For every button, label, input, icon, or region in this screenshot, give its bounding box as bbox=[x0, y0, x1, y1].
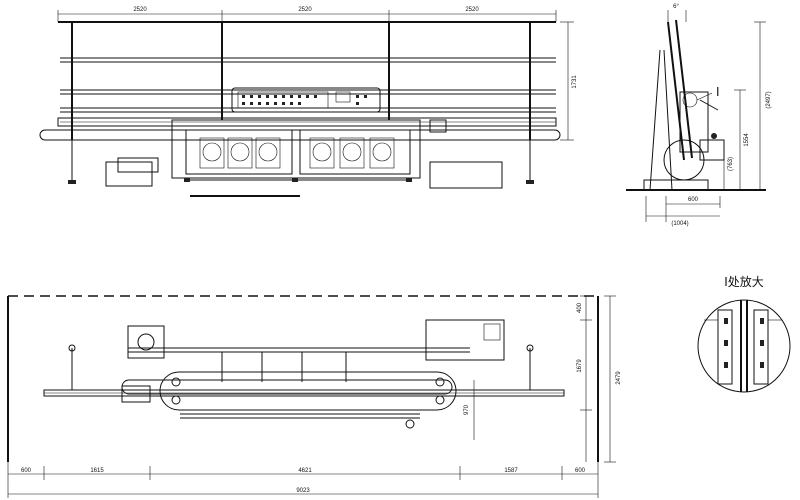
dim-height: 1731 bbox=[572, 75, 578, 89]
dim-top-2: 2520 bbox=[298, 7, 312, 13]
dim-2497: (2497) bbox=[766, 91, 772, 108]
dim-top-1: 2520 bbox=[133, 7, 147, 13]
dim-b-600-left: 600 bbox=[21, 468, 32, 474]
dim-b-1615: 1615 bbox=[90, 468, 104, 474]
dim-b-4621: 4621 bbox=[298, 468, 312, 474]
dim-1679: 1679 bbox=[577, 359, 583, 373]
dim-1004: (1004) bbox=[671, 221, 688, 227]
dim-angle: 6° bbox=[673, 4, 679, 10]
front-view: 2520 2520 2520 1731 bbox=[39, 7, 578, 197]
side-view: 6° I (2497) 1554 (763) bbox=[626, 4, 772, 227]
dim-b-1587: 1587 bbox=[504, 468, 518, 474]
dim-top-3: 2520 bbox=[465, 7, 479, 13]
dim-1554: 1554 bbox=[744, 133, 750, 147]
dim-400: 400 bbox=[577, 302, 583, 313]
detail-title: I处放大 bbox=[724, 274, 764, 289]
plan-view: 400 1679 2479 970 600 1615 4621 1587 600… bbox=[7, 295, 622, 498]
dim-b-600-right: 600 bbox=[575, 468, 586, 474]
dim-763: (763) bbox=[728, 157, 734, 171]
dim-970: 970 bbox=[464, 404, 470, 415]
detail-view: I处放大 bbox=[697, 274, 791, 393]
callout-label: I bbox=[716, 85, 720, 99]
dim-2479: 2479 bbox=[616, 371, 622, 385]
dim-600-side: 600 bbox=[688, 197, 699, 203]
dim-total: 9023 bbox=[296, 488, 310, 494]
